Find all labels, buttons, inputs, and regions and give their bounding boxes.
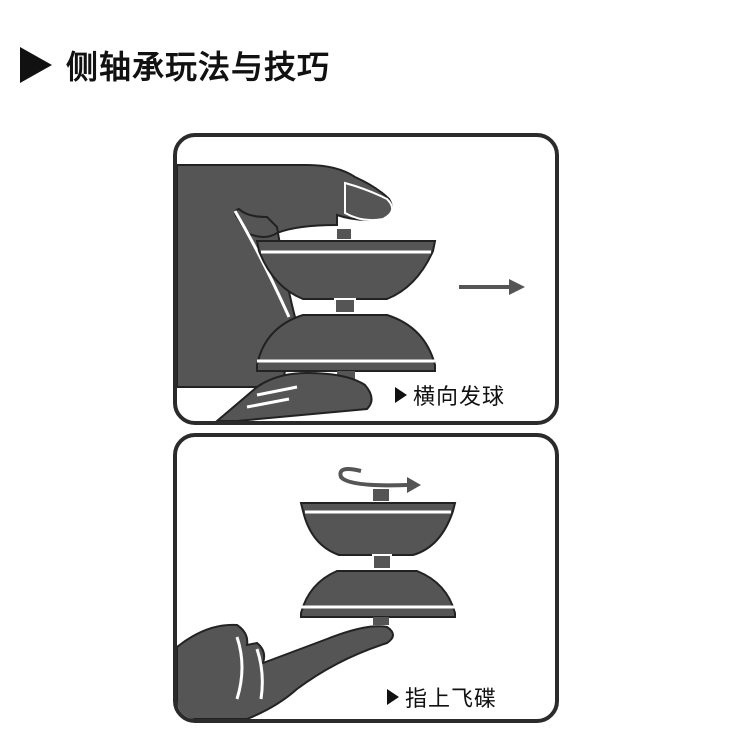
lower-hand-shape	[215, 371, 373, 421]
page-title: 侧轴承玩法与技巧	[66, 48, 331, 86]
yoyo-top-half	[299, 502, 457, 556]
yoyo-bottom-half	[300, 570, 456, 618]
yoyo-serve-illustration	[177, 164, 525, 421]
thumb-shape	[344, 181, 394, 222]
caption-finger-spin: 指上飞碟	[383, 679, 504, 715]
play-triangle-icon	[20, 47, 52, 83]
right-arrow-icon	[509, 279, 525, 295]
panel-horizontal-serve: 横向发球	[173, 133, 559, 425]
axle-top	[373, 489, 389, 501]
section-header: 侧轴承玩法与技巧	[20, 40, 330, 90]
caption-text: 指上飞碟	[405, 687, 498, 712]
axle-mid	[334, 298, 356, 314]
panel-finger-spin: 指上飞碟	[173, 433, 559, 723]
axle-mid	[372, 554, 392, 570]
finger-line	[233, 210, 291, 318]
yoyo-bottom-half	[256, 314, 436, 372]
axle-bottom	[337, 371, 355, 379]
spin-arrow-line	[338, 467, 408, 488]
axle-bottom	[373, 617, 389, 625]
caption-horizontal-serve: 横向发球	[391, 377, 512, 413]
finger-hand-shape	[177, 623, 394, 719]
yoyo-top-half	[255, 240, 437, 300]
caption-triangle-icon	[395, 387, 407, 403]
caption-text: 横向发球	[413, 385, 506, 410]
spin-arrow-icon	[407, 477, 421, 493]
caption-triangle-icon	[387, 689, 399, 705]
axle-top	[337, 229, 351, 239]
yoyo-finger-illustration	[177, 467, 457, 719]
